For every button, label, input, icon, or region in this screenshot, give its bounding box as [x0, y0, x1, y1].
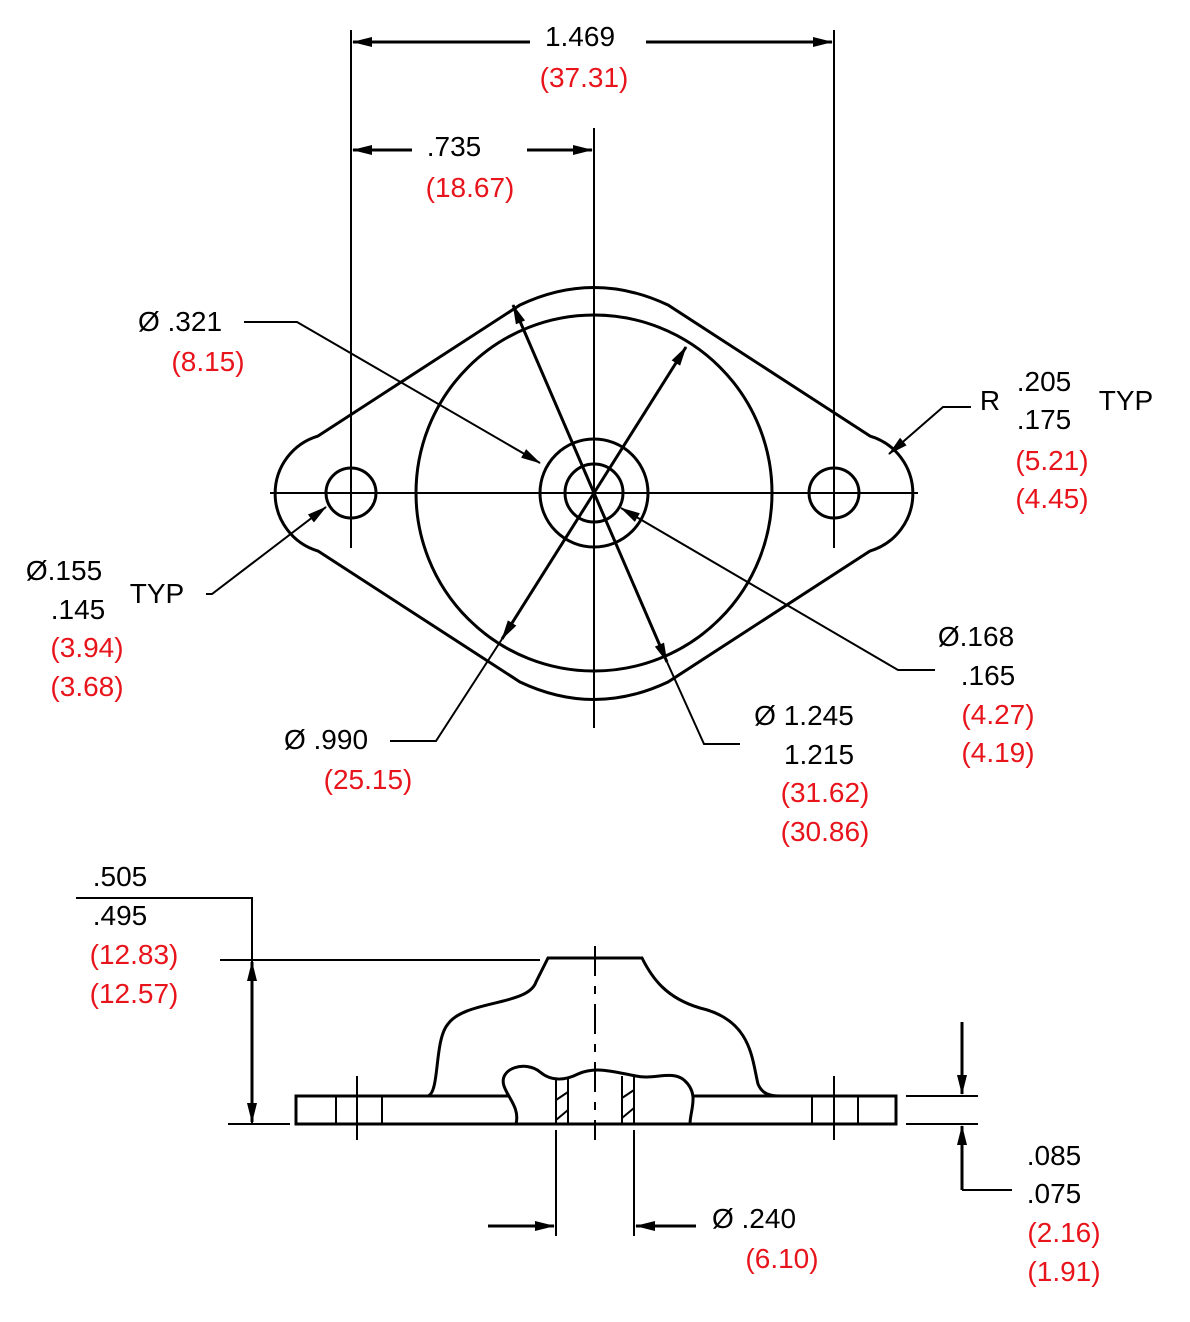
boss-leader	[244, 321, 541, 464]
radius-min: .175	[1017, 404, 1072, 435]
dim-arrow	[511, 304, 596, 494]
dim-arrow	[500, 492, 596, 640]
height-max: .505	[93, 861, 148, 892]
radius-metric-max: (5.21)	[1015, 445, 1088, 476]
radius-prefix: R	[980, 385, 1000, 416]
overall-width-metric: (37.31)	[540, 62, 629, 93]
height-metric-max: (12.83)	[90, 939, 179, 970]
center-hole-metric-min: (4.19)	[961, 737, 1034, 768]
outer-circle-min: 1.215	[784, 739, 854, 770]
radius-leader	[888, 406, 971, 455]
side-view: .505 .495 (12.83) (12.57) .085 .075 (2.1…	[76, 861, 1101, 1287]
radius-typ: TYP	[1099, 385, 1153, 416]
section-hatch	[555, 1089, 635, 1121]
outer-circle-max: Ø 1.245	[754, 700, 854, 731]
thickness-metric-max: (2.16)	[1027, 1217, 1100, 1248]
height-metric-min: (12.57)	[90, 978, 179, 1009]
center-hole-max: Ø.168	[938, 621, 1014, 652]
flange-outline	[273, 286, 915, 701]
dim-arrow	[592, 346, 688, 494]
dome-profile	[427, 956, 781, 1098]
mount-hole-metric-min: (3.68)	[50, 671, 123, 702]
half-width-label: .735	[427, 131, 482, 162]
inner-circle-label: Ø .990	[284, 724, 368, 755]
radius-max: .205	[1017, 366, 1072, 397]
top-view: 1.469 (37.31) .735 (18.67) Ø .321 (8.15)…	[26, 21, 1153, 847]
bore-dia-metric: (6.10)	[745, 1243, 818, 1274]
center-hole-leader	[620, 507, 935, 671]
mount-hole-max: Ø.155	[26, 555, 102, 586]
mount-hole-metric-max: (3.94)	[50, 632, 123, 663]
half-width-metric: (18.67)	[426, 172, 515, 203]
boss-dia-label: Ø .321	[138, 306, 222, 337]
height-leader	[76, 897, 253, 1124]
thickness-min: .075	[1027, 1178, 1082, 1209]
overall-width-label: 1.469	[545, 21, 615, 52]
boss-dia-metric: (8.15)	[171, 346, 244, 377]
height-min: .495	[93, 900, 148, 931]
bore-dia-label: Ø .240	[712, 1203, 796, 1234]
mount-hole-min: .145	[51, 594, 106, 625]
inner-circle-leader	[390, 638, 503, 742]
inner-circle-metric: (25.15)	[324, 764, 413, 795]
section-cutout	[501, 1064, 695, 1126]
thickness-max: .085	[1027, 1140, 1082, 1171]
center-hole-metric-max: (4.27)	[961, 699, 1034, 730]
outer-circle-metric-max: (31.62)	[781, 777, 870, 808]
dim-arrow	[592, 492, 669, 663]
mount-hole-leader	[206, 506, 327, 595]
thickness-metric-min: (1.91)	[1027, 1256, 1100, 1287]
center-hole-min: .165	[961, 660, 1016, 691]
radius-metric-min: (4.45)	[1015, 483, 1088, 514]
mount-hole-typ: TYP	[130, 578, 184, 609]
outer-circle-metric-min: (30.86)	[781, 816, 870, 847]
outer-circle-leader	[666, 661, 740, 745]
